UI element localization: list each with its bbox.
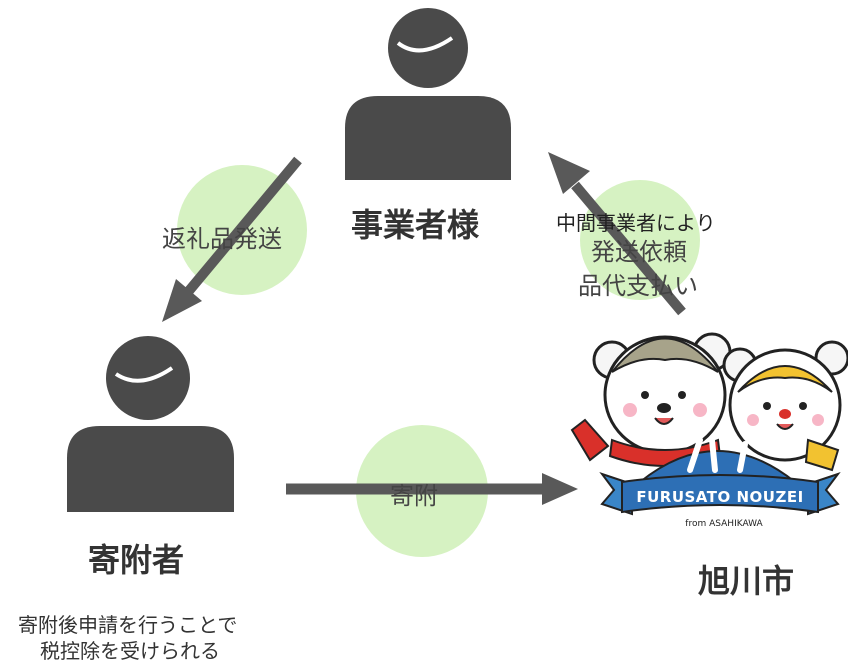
arrow-icon-return-gift: [162, 156, 302, 322]
arrow-icon-donation: [286, 473, 578, 505]
logo-main-text: FURUSATO NOUZEI: [636, 488, 803, 506]
arrow-icon-request: [548, 152, 686, 316]
person-icon-business: [345, 8, 511, 180]
request-circle: [580, 180, 700, 300]
person-icon-donor: [67, 336, 234, 512]
request-line1-label: 発送依頼: [591, 238, 687, 266]
donation-label: 寄附: [390, 482, 438, 510]
business-label: 事業者様: [351, 206, 480, 244]
request-line2-label: 品代支払い: [578, 272, 698, 300]
return-gift-label: 返礼品発送: [162, 225, 282, 253]
request-via-label: 中間事業者により: [556, 211, 716, 235]
logo-sub-text: from ASAHIKAWA: [685, 519, 763, 529]
city-label: 旭川市: [698, 562, 795, 600]
mascot-logo: FURUSATO NOUZEI from ASAHIKAWA: [570, 332, 848, 529]
donor-label: 寄附者: [88, 541, 185, 579]
donor-note-line2: 税控除を受けられる: [40, 639, 220, 663]
donor-note-line1: 寄附後申請を行うことで: [18, 613, 238, 637]
